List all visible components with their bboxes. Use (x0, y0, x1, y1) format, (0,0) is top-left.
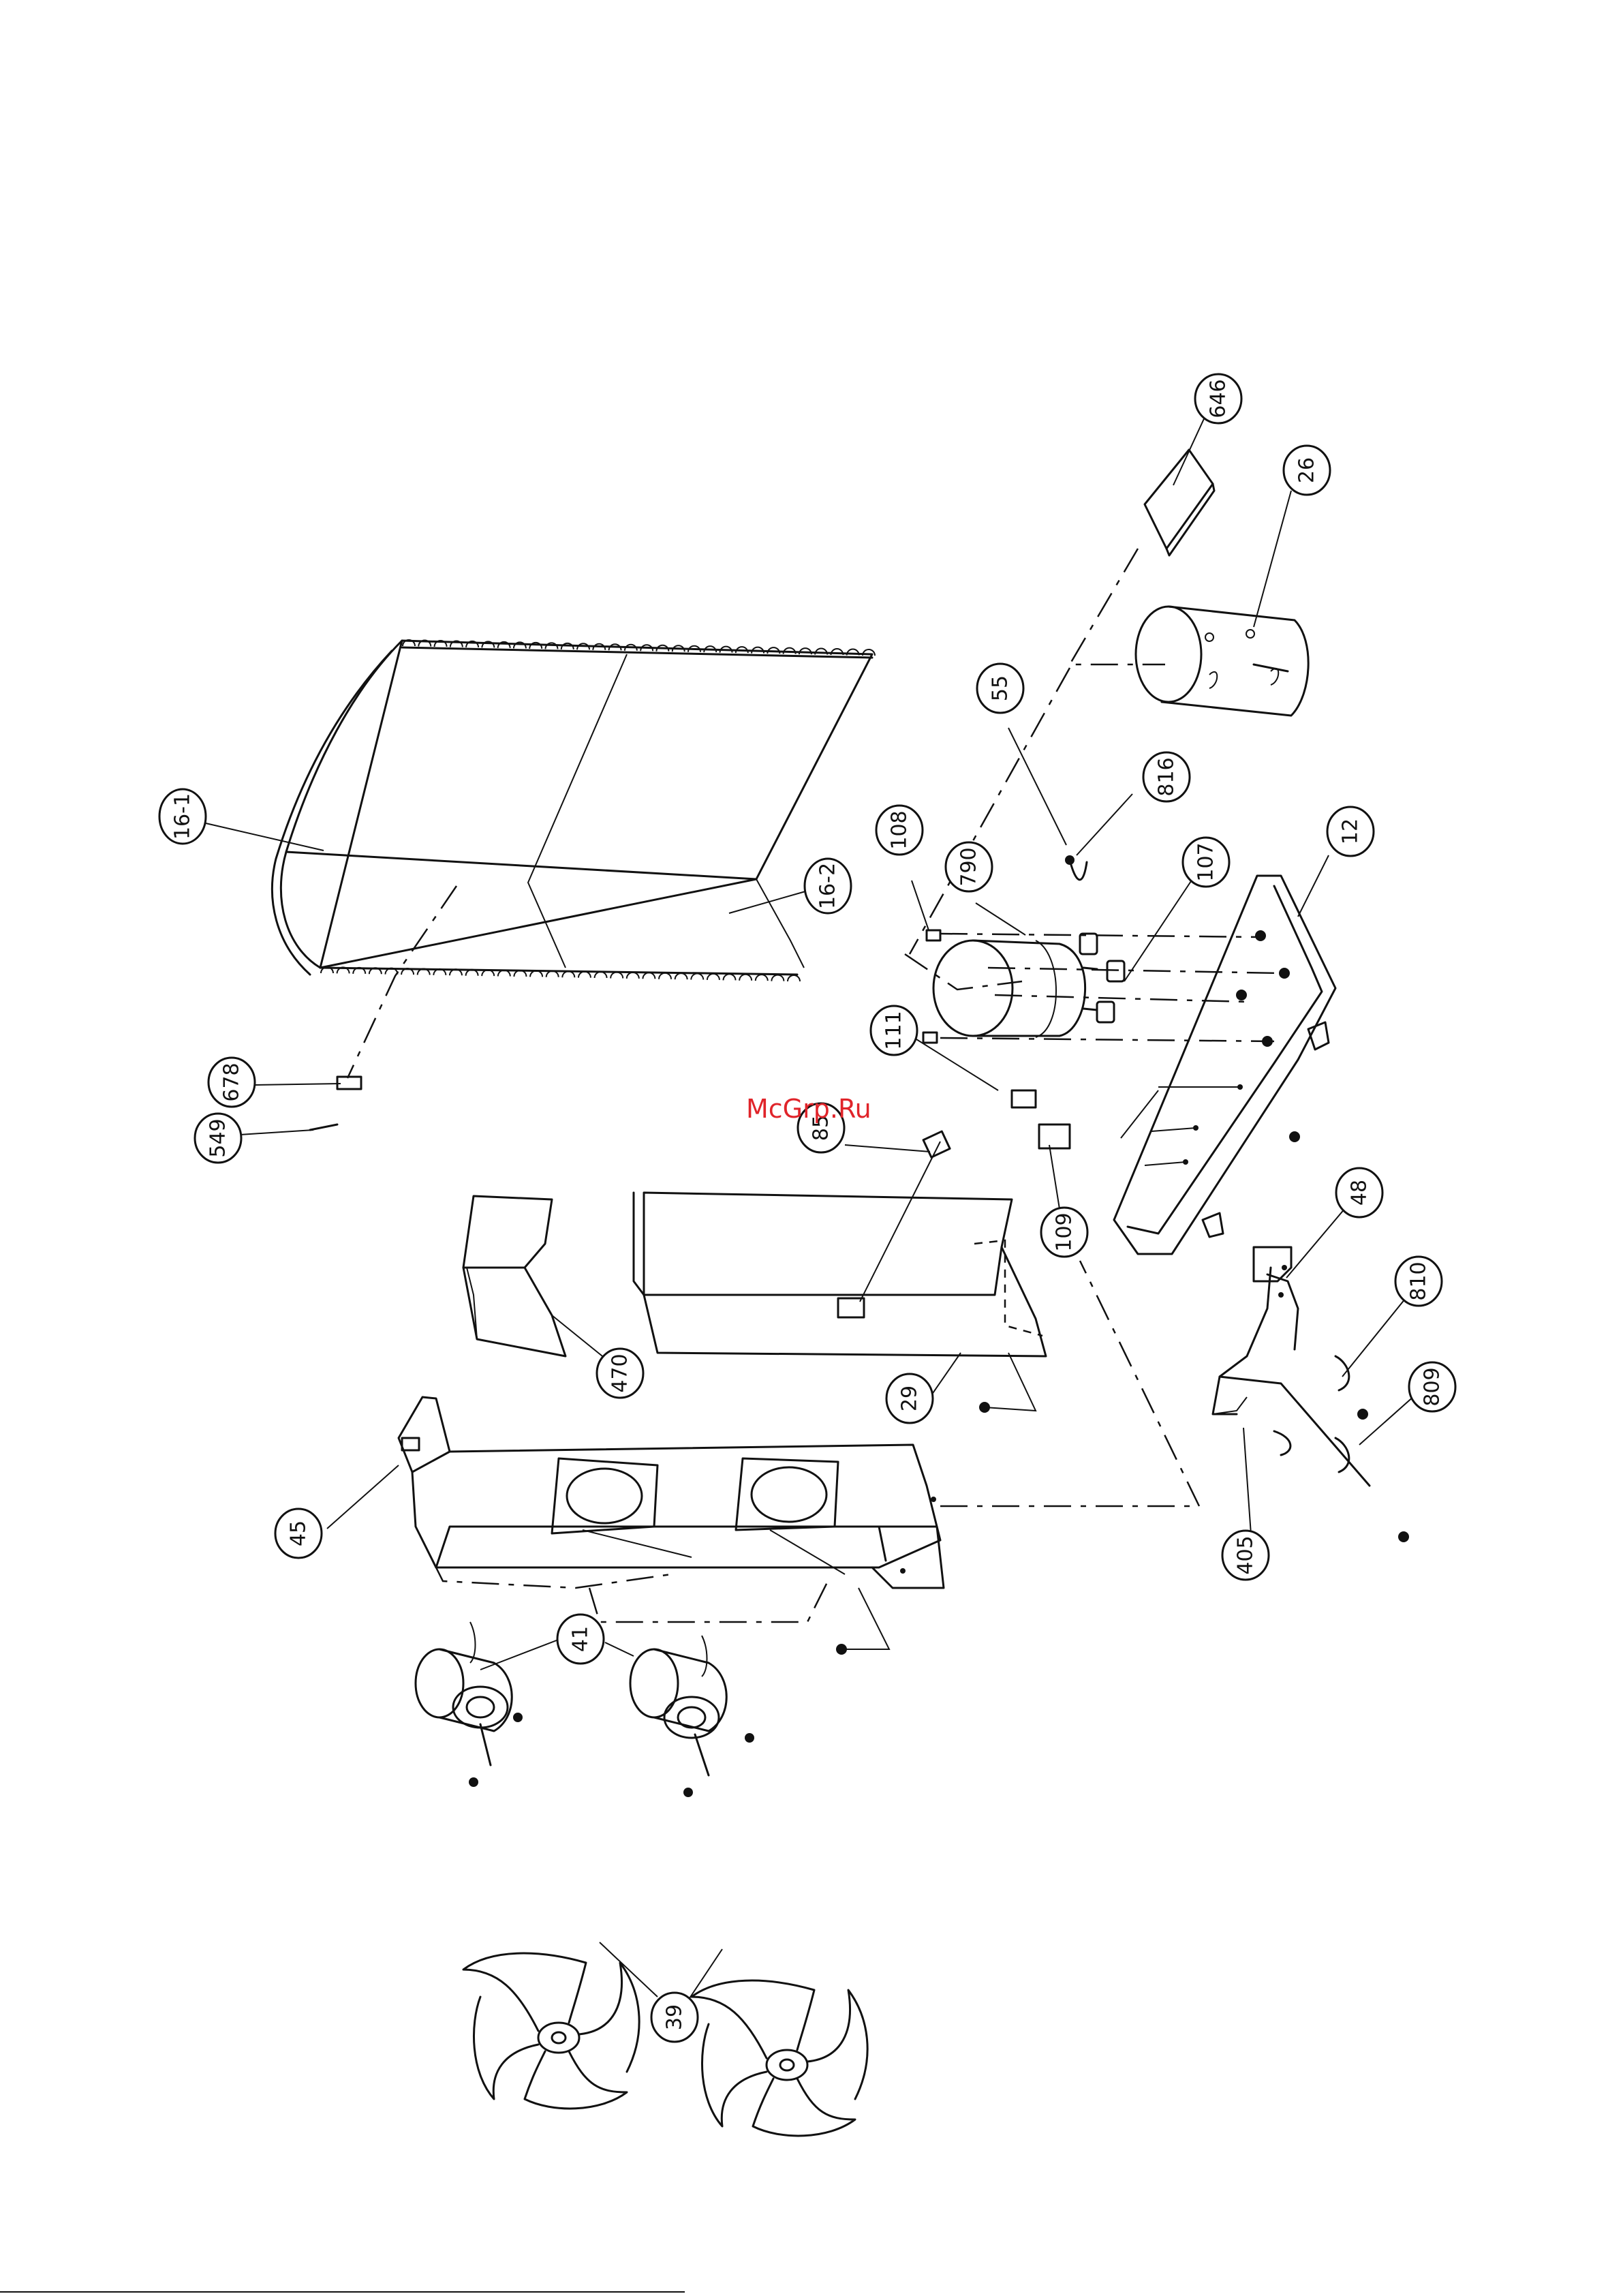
fasteners (1065, 855, 1300, 1142)
fan-blade-left (463, 1953, 639, 2109)
fan-mount-panel-45 (399, 1397, 944, 1588)
svg-text:39: 39 (663, 2004, 687, 2030)
coil-678-line (347, 886, 457, 1078)
callout-39[interactable]: 39 (651, 1993, 698, 2042)
compressor-cover-26 (1136, 607, 1308, 716)
svg-text:810: 810 (1407, 1261, 1431, 1300)
motor-left-line (433, 1561, 671, 1588)
svg-text:29: 29 (898, 1386, 922, 1411)
svg-text:45: 45 (287, 1520, 311, 1546)
svg-text:48: 48 (1348, 1180, 1372, 1206)
motor-right-line (589, 1581, 828, 1622)
watermark-text: McGrp.Ru (746, 1094, 871, 1124)
compressor-mount-lines (940, 934, 1281, 1041)
screw-leader (985, 1353, 1036, 1411)
callout-111[interactable]: 111 (871, 1006, 917, 1055)
callout-107[interactable]: 107 (1183, 838, 1229, 887)
svg-text:16-2: 16-2 (816, 863, 840, 909)
callout-816[interactable]: 816 (1143, 752, 1190, 801)
svg-text:111: 111 (882, 1011, 906, 1050)
callout-108[interactable]: 108 (876, 806, 923, 855)
svg-text:16-1: 16-1 (171, 793, 195, 840)
callout-405[interactable]: 405 (1222, 1531, 1269, 1580)
svg-text:107: 107 (1194, 842, 1218, 881)
partition-panel-470 (463, 1196, 566, 1356)
callout-109[interactable]: 109 (1041, 1208, 1087, 1257)
svg-text:41: 41 (569, 1626, 593, 1652)
fan-mount-leader-1 (583, 1530, 692, 1557)
callout-45[interactable]: 45 (275, 1509, 322, 1558)
callout-646[interactable]: 646 (1195, 374, 1241, 423)
panel-link-line (940, 1261, 1199, 1506)
plate-cover-line (1070, 549, 1165, 664)
svg-text:549: 549 (206, 1118, 230, 1157)
svg-text:405: 405 (1234, 1535, 1258, 1574)
callout-bubbles: 646 26 55 816 108 790 107 12 16-1 16-2 1 (159, 374, 1455, 2042)
callout-549[interactable]: 549 (195, 1114, 241, 1163)
callout-678[interactable]: 678 (208, 1058, 255, 1107)
svg-text:646: 646 (1207, 379, 1231, 418)
svg-text:790: 790 (957, 847, 981, 886)
callout-48[interactable]: 48 (1336, 1168, 1382, 1217)
svg-text:678: 678 (220, 1062, 244, 1101)
cover-plate-646 (1145, 450, 1214, 555)
callout-810[interactable]: 810 (1395, 1257, 1442, 1306)
callout-809[interactable]: 809 (1409, 1362, 1455, 1411)
callout-26[interactable]: 26 (1284, 446, 1330, 495)
callout-41[interactable]: 41 (557, 1614, 604, 1664)
svg-text:109: 109 (1053, 1212, 1077, 1251)
callout-29[interactable]: 29 (886, 1374, 933, 1423)
side-panel-29 (634, 1131, 1046, 1356)
svg-text:26: 26 (1295, 457, 1319, 483)
callout-16-1[interactable]: 16-1 (159, 789, 206, 844)
fan-motor-right (630, 1636, 754, 1797)
callout-16-2[interactable]: 16-2 (805, 859, 851, 913)
terminal-bracket-48 (1213, 1247, 1409, 1542)
fan-motor-left (416, 1622, 523, 1787)
callout-790[interactable]: 790 (946, 842, 992, 891)
base-pan-12 (1114, 876, 1335, 1254)
svg-text:816: 816 (1155, 757, 1179, 796)
svg-text:12: 12 (1339, 818, 1363, 844)
condenser-coil (272, 640, 875, 981)
leader-85-line (860, 1142, 940, 1302)
callout-55[interactable]: 55 (977, 664, 1023, 713)
callout-470[interactable]: 470 (597, 1349, 643, 1398)
svg-text:108: 108 (888, 810, 912, 849)
compressor-790 (923, 930, 1124, 1148)
fan-blade-right (692, 1980, 867, 2136)
screw-leader (845, 1588, 889, 1649)
callout-12[interactable]: 12 (1327, 807, 1374, 856)
svg-text:55: 55 (989, 675, 1013, 701)
svg-text:470: 470 (608, 1353, 632, 1392)
small-parts-678-549 (310, 1077, 361, 1130)
svg-text:809: 809 (1421, 1367, 1444, 1406)
